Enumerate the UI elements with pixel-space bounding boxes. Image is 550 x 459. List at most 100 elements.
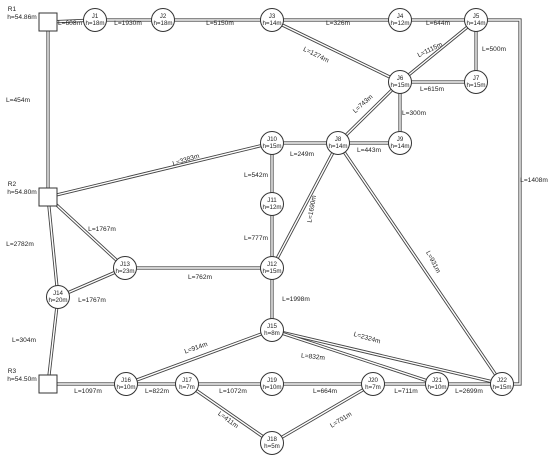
pipe-length-label: L=249m [290, 151, 315, 158]
pipe-j14-r3-core [47, 296, 59, 385]
junction-id: J12 [267, 261, 278, 268]
reservoir-head: h=54.50m [7, 376, 37, 383]
pipe-j8-j22-core [337, 142, 503, 385]
pipe-j17-j18-core [186, 383, 273, 444]
pipe-length-label: L=615m [420, 86, 445, 93]
junction-circle [361, 372, 385, 396]
reservoir-head: h=54.86m [7, 14, 37, 21]
pipe-length-label: L=500m [482, 46, 507, 53]
pipe-length-label: L=1998m [282, 296, 310, 303]
junction-id: J5 [473, 13, 480, 20]
junction-id: J7 [473, 75, 480, 82]
pipe-j15-j16-core [125, 329, 273, 385]
junction-circle [260, 318, 284, 342]
junction-id: J9 [397, 136, 404, 143]
junction-id: J22 [497, 377, 508, 384]
junction-head: h=15m [390, 82, 409, 89]
junction-head: h=14m [390, 143, 409, 150]
junction-j8: J8h=14m [326, 131, 350, 155]
junction-head: h=14m [328, 143, 347, 150]
pipe-j8-j12-core [271, 142, 339, 269]
reservoir-box [38, 187, 58, 207]
junction-id: J1 [92, 13, 99, 20]
junction-j7: J7h=15m [464, 70, 488, 94]
pipe-length-label: L=1690m [306, 194, 318, 223]
junction-id: J19 [267, 377, 278, 384]
junction-id: J4 [397, 13, 404, 20]
pipe-length-label: L=3383m [172, 153, 201, 168]
junction-circle [464, 70, 488, 94]
pipe-length-label: L=2699m [455, 388, 483, 395]
reservoir-id: R2 [8, 181, 17, 188]
junction-id: J13 [120, 261, 131, 268]
junction-circle [260, 8, 284, 32]
junction-circle [388, 8, 412, 32]
pipe-j15-j21-core [271, 329, 438, 385]
pipe-j5-j6-core [399, 19, 477, 83]
junction-head: h=5m [264, 443, 280, 450]
junction-id: J14 [53, 290, 64, 297]
junction-circle [490, 372, 514, 396]
junction-id: J11 [267, 197, 277, 204]
pipe-length-label: L=1408m [520, 177, 548, 184]
junction-j1: J1h=18m [83, 8, 107, 32]
junction-circle [260, 431, 284, 455]
junction-head: h=12m [262, 204, 281, 211]
junction-head: h=15m [262, 143, 281, 150]
junction-circle [83, 8, 107, 32]
junction-head: h=14m [262, 20, 281, 27]
junction-circle [388, 70, 412, 94]
reservoir-box [38, 12, 58, 32]
junction-head: h=7m [365, 384, 381, 391]
junction-head: h=18m [153, 20, 172, 27]
junction-circle [46, 285, 70, 309]
junction-circle [425, 372, 449, 396]
reservoir-r1: R1h=54.86m [7, 6, 58, 32]
reservoir-id: R3 [8, 368, 17, 375]
reservoir-head: h=54.80m [7, 189, 37, 196]
pipe-j14-j13-core [57, 267, 126, 298]
reservoir-r3: R3h=54.50m [7, 368, 58, 394]
pipe-length-label: L=832m [301, 353, 326, 363]
junction-head: h=15m [492, 384, 511, 391]
nodes-layer: R1h=54.86mR2h=54.80mR3h=54.50mJ1h=18mJ2h… [7, 6, 514, 455]
junction-head: h=12m [390, 20, 409, 27]
junction-head: h=23m [115, 268, 134, 275]
junction-head: h=10m [116, 384, 135, 391]
junction-head: h=8m [264, 330, 280, 337]
junction-id: J18 [267, 436, 278, 443]
junction-j5: J5h=14m [464, 8, 488, 32]
pipe-length-label: L=5150m [206, 20, 234, 27]
pipe-length-label: L=1930m [114, 20, 142, 27]
pipe-length-label: L=326m [326, 20, 351, 27]
pipe-length-label: L=542m [244, 172, 269, 179]
junction-id: J6 [397, 75, 404, 82]
junction-head: h=15m [262, 268, 281, 275]
pipe-length-label: L=822m [145, 388, 170, 395]
junction-id: J2 [160, 13, 167, 20]
reservoir-r2: R2h=54.80m [7, 181, 58, 207]
reservoir-box [38, 374, 58, 394]
pipe-r2-j14-core [47, 196, 59, 298]
junction-head: h=15m [466, 82, 485, 89]
pipe-length-label: L=1072m [219, 388, 247, 395]
junction-circle [388, 131, 412, 155]
pipe-length-label: L=1767m [78, 297, 106, 304]
pipe-r2-j13-core [47, 196, 126, 269]
pipe-length-label: L=711m [394, 388, 418, 395]
junction-j2: J2h=18m [151, 8, 175, 32]
junction-circle [260, 372, 284, 396]
junction-id: J10 [267, 136, 278, 143]
junction-circle [326, 131, 350, 155]
pipe-length-label: L=777m [244, 235, 269, 242]
junction-circle [113, 256, 137, 280]
